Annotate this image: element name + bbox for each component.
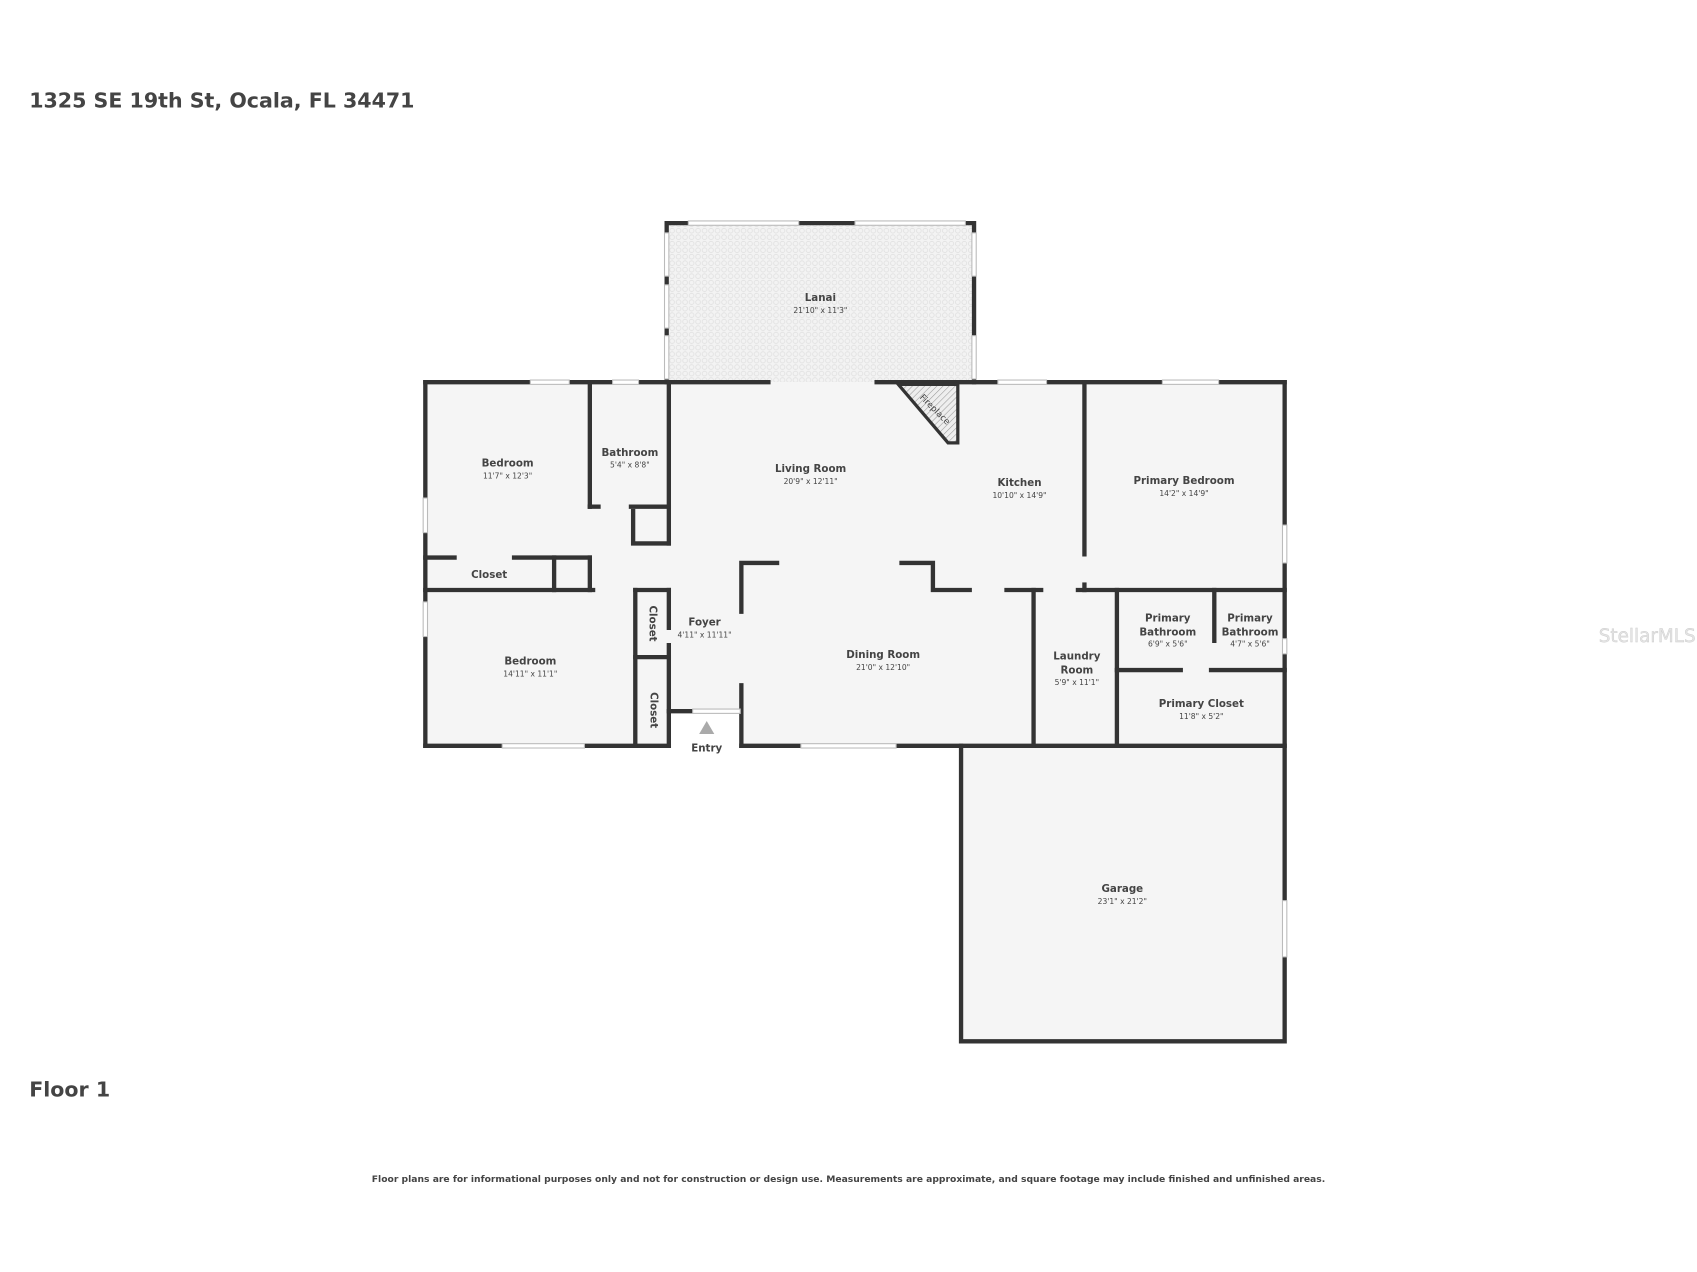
living-name: Living Room: [775, 463, 846, 475]
foyer-dims: 4'11" x 11'11": [678, 631, 732, 640]
garage-name: Garage: [1101, 883, 1143, 895]
closet3-name: Closet: [647, 692, 659, 728]
floor-fill: [425, 223, 1285, 1042]
bedroom2-name: Bedroom: [504, 656, 556, 668]
bathroom-dims: 5'4" x 8'8": [610, 461, 650, 470]
bedroom1-name: Bedroom: [482, 458, 534, 470]
dining-name: Dining Room: [846, 649, 920, 661]
laundry-name-1: Laundry: [1053, 650, 1100, 662]
primary-bath2-name-2: Bathroom: [1222, 626, 1279, 638]
foyer-name: Foyer: [688, 617, 721, 629]
lanai-dims: 21'10" x 11'3": [793, 306, 847, 315]
primary-bath2-name-1: Primary: [1227, 612, 1273, 624]
disclaimer: Floor plans are for informational purpos…: [372, 1174, 1325, 1185]
primary-bedroom-name: Primary Bedroom: [1133, 475, 1234, 487]
living-dims: 20'9" x 12'11": [784, 477, 838, 486]
primary-bath1-dims: 6'9" x 5'6": [1148, 639, 1188, 648]
bedroom1-dims: 11'7" x 12'3": [483, 472, 532, 481]
kitchen-name: Kitchen: [997, 477, 1041, 489]
primary-bath2-dims: 4'7" x 5'6": [1230, 639, 1270, 648]
laundry-name-2: Room: [1060, 664, 1093, 676]
primary-bedroom-dims: 14'2" x 14'9": [1159, 489, 1208, 498]
address-title: 1325 SE 19th St, Ocala, FL 34471: [29, 88, 414, 112]
watermark-logo: StellarMLS: [1599, 626, 1696, 647]
fireplace: Fireplace: [894, 382, 960, 445]
laundry-dims: 5'9" x 11'1": [1055, 678, 1099, 687]
windows: [422, 220, 1288, 958]
primary-bath1-name-2: Bathroom: [1139, 626, 1196, 638]
primary-closet-name: Primary Closet: [1159, 698, 1244, 710]
garage-dims: 23'1" x 21'2": [1098, 897, 1147, 906]
entry-label: Entry: [691, 742, 722, 754]
closet2-name: Closet: [646, 606, 658, 642]
dining-dims: 21'0" x 12'10": [856, 663, 910, 672]
room-labels: Lanai 21'10" x 11'3" Bedroom 11'7" x 12'…: [471, 292, 1278, 906]
primary-bath1-name-1: Primary: [1145, 612, 1191, 624]
lanai-name: Lanai: [805, 292, 836, 304]
bathroom-name: Bathroom: [601, 447, 658, 459]
entry-arrow-icon: [699, 720, 715, 734]
floor-label: Floor 1: [29, 1078, 110, 1102]
primary-closet-dims: 11'8" x 5'2": [1179, 712, 1223, 721]
bedroom2-dims: 14'11" x 11'1": [503, 670, 557, 679]
closet1-name: Closet: [471, 569, 507, 581]
kitchen-dims: 10'10" x 14'9": [992, 491, 1046, 500]
